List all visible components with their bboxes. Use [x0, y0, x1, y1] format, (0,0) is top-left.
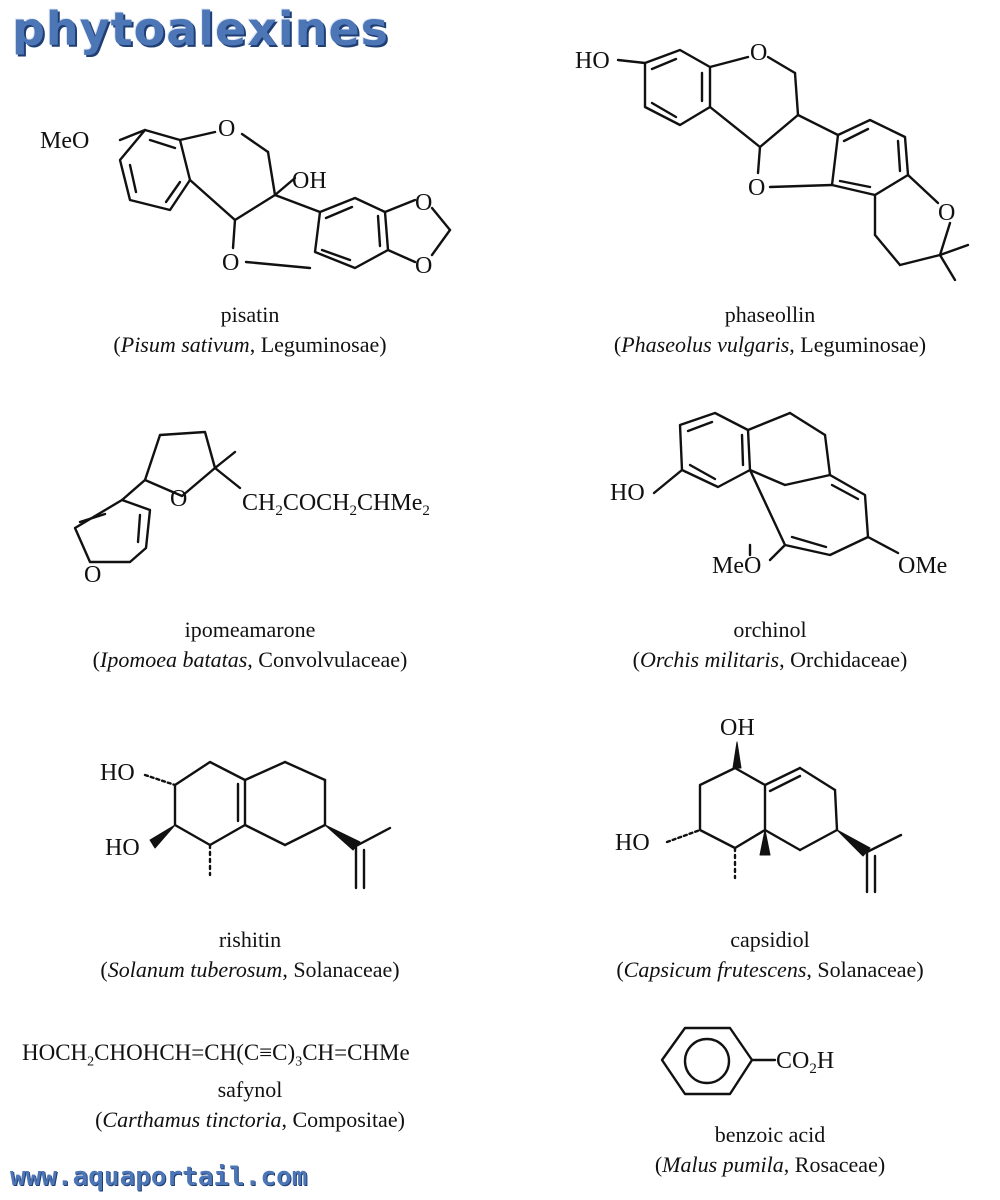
safynol-formula: HOCH2CHOHCH=CH(C≡C)3CH=CHMe: [22, 1040, 410, 1070]
pisatin-o-dioxole-2: O: [415, 253, 432, 279]
phaseollin-o-furan: O: [748, 175, 765, 201]
rishitin-structure: HO HO: [100, 760, 392, 890]
ipomeamarone-structure: O O CH2COCH2CHMe2: [73, 430, 430, 588]
capsidiol-structure: OH HO: [615, 715, 903, 894]
capsidiol-ho-label: HO: [615, 830, 650, 856]
benzoic-acid-caption: benzoic acid (Malus pumila, Rosaceae): [560, 1120, 980, 1180]
page-title: phytoalexines: [12, 2, 390, 56]
orchinol-ome-label: OMe: [898, 553, 947, 579]
website-link[interactable]: www.aquaportail.com: [10, 1162, 308, 1192]
capsidiol-oh-label: OH: [720, 715, 755, 741]
ipomeamarone-name: ipomeamarone: [184, 617, 316, 642]
benzoic-acid-family: Rosaceae: [794, 1152, 878, 1177]
orchinol-caption: orchinol (Orchis militaris, Orchidaceae): [560, 615, 980, 675]
benzoic-acid-name: benzoic acid: [714, 1122, 826, 1147]
ipomeamarone-family: Convolvulaceae: [258, 647, 400, 672]
pisatin-structure: MeO O OH O O O: [40, 116, 452, 279]
phaseollin-caption: phaseollin (Phaseolus vulgaris, Legumino…: [545, 300, 995, 360]
pisatin-family: Leguminosae: [260, 332, 380, 357]
rishitin-caption: rishitin (Solanum tuberosum, Solanaceae): [30, 925, 470, 985]
safynol-caption: safynol (Carthamus tinctoria, Compositae…: [30, 1075, 470, 1135]
rishitin-ho-label-1: HO: [100, 760, 135, 786]
phaseollin-o-ring: O: [750, 40, 767, 66]
phaseollin-structure: HO O O O: [575, 40, 970, 282]
pisatin-meo-label: MeO: [40, 128, 89, 154]
pisatin-o-ring: O: [218, 116, 235, 142]
phaseollin-o-pyran: O: [938, 200, 955, 226]
ipomeamarone-side-chain: CH2COCH2CHMe2: [242, 490, 430, 519]
phaseollin-family: Leguminosae: [800, 332, 919, 357]
benzoic-acid-structure: CO2H: [660, 1026, 834, 1096]
pisatin-o-furan: O: [222, 250, 239, 276]
safynol-name: safynol: [217, 1077, 283, 1102]
pisatin-caption: pisatin (Pisum sativum, Leguminosae): [30, 300, 470, 360]
capsidiol-name: capsidiol: [730, 927, 810, 952]
orchinol-structure: HO MeO OMe: [610, 411, 947, 579]
rishitin-family: Solanaceae: [293, 957, 393, 982]
pisatin-o-dioxole-1: O: [415, 190, 432, 216]
safynol-species: Carthamus tinctoria: [102, 1107, 282, 1132]
rishitin-species: Solanum tuberosum: [107, 957, 283, 982]
capsidiol-species: Capsicum frutescens: [623, 957, 807, 982]
orchinol-meo-label: MeO: [712, 553, 761, 579]
phaseollin-ho-label: HO: [575, 48, 610, 74]
pisatin-name: pisatin: [220, 302, 280, 327]
benzoic-acid-species: Malus pumila: [662, 1152, 784, 1177]
capsidiol-caption: capsidiol (Capsicum frutescens, Solanace…: [560, 925, 980, 985]
phaseollin-name: phaseollin: [724, 302, 816, 327]
pisatin-species: Pisum sativum: [120, 332, 250, 357]
orchinol-name: orchinol: [733, 617, 807, 642]
pisatin-oh-label: OH: [292, 168, 327, 194]
safynol-family: Compositae: [292, 1107, 398, 1132]
ipomeamarone-caption: ipomeamarone (Ipomoea batatas, Convolvul…: [30, 615, 470, 675]
phaseollin-species: Phaseolus vulgaris: [621, 332, 790, 357]
orchinol-ho-label: HO: [610, 480, 645, 506]
capsidiol-family: Solanaceae: [817, 957, 917, 982]
rishitin-ho-label-2: HO: [105, 835, 140, 861]
rishitin-name: rishitin: [218, 927, 282, 952]
orchinol-species: Orchis militaris: [639, 647, 780, 672]
ipomeamarone-o-furan: O: [84, 562, 101, 588]
ipomeamarone-o-thf: O: [170, 486, 187, 512]
ipomeamarone-species: Ipomoea batatas: [100, 647, 248, 672]
orchinol-family: Orchidaceae: [790, 647, 901, 672]
benzoic-acid-co2h-label: CO2H: [776, 1048, 834, 1077]
